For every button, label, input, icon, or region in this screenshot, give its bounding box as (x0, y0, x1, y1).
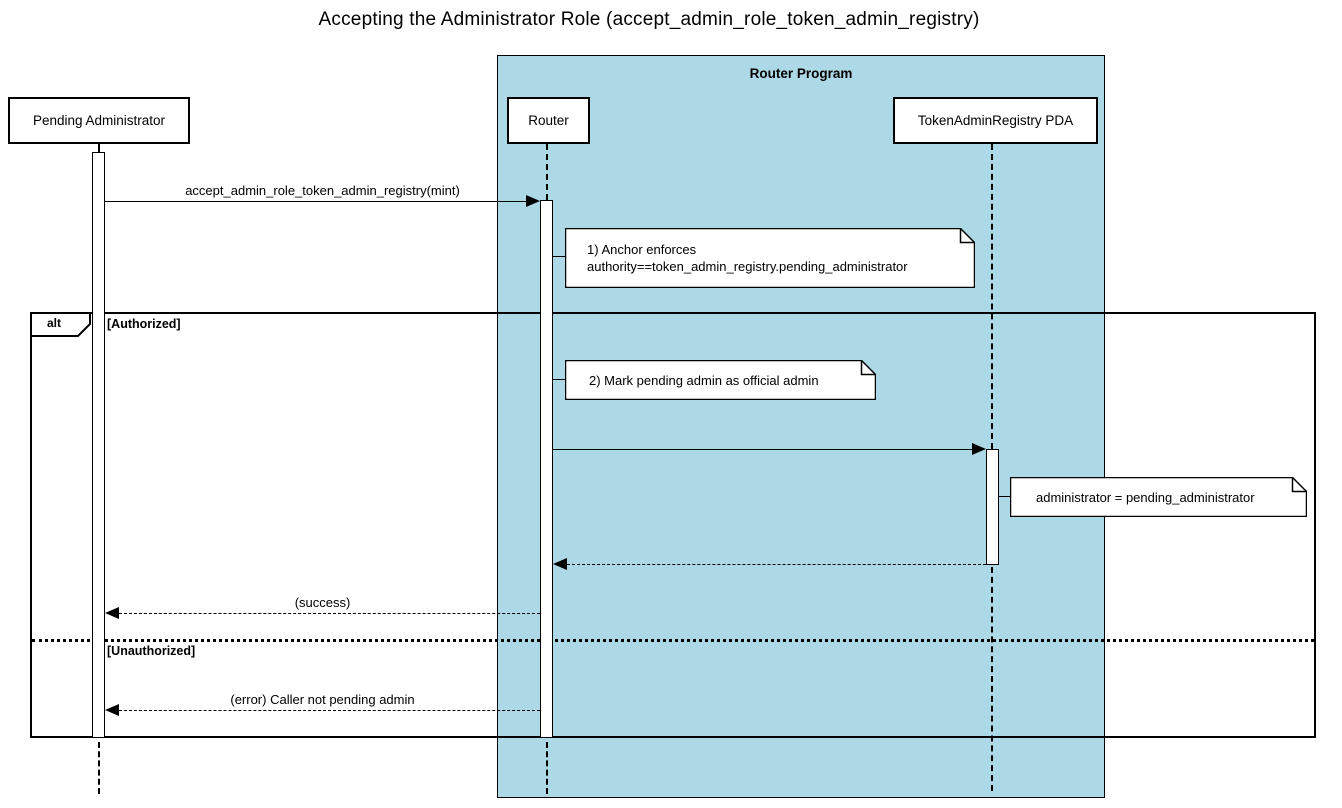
note-anchor-enforces-text: 1) Anchor enforces authority==token_admi… (587, 242, 908, 274)
token-admin-registry-pda-lifeline-upper (991, 144, 993, 449)
router-program-group-label: Router Program (749, 66, 853, 81)
message-success-arrowhead (105, 607, 119, 619)
participant-pending-administrator: Pending Administrator (8, 97, 190, 144)
message-pda-return-arrowhead (553, 558, 567, 570)
token-admin-registry-pda-activation (986, 449, 999, 565)
participant-router: Router (507, 97, 590, 144)
message-success-label: (success) (294, 595, 351, 610)
note-1-connector (553, 256, 565, 257)
note-shape (1010, 477, 1307, 517)
message-update-line (553, 449, 972, 450)
note-shape (565, 228, 975, 288)
participant-router-label: Router (528, 113, 569, 128)
message-call-arrowhead (526, 195, 540, 207)
message-error-line (119, 710, 540, 711)
participant-pending-administrator-label: Pending Administrator (32, 113, 166, 128)
alt-frame (30, 312, 1316, 738)
pending-administrator-activation (92, 152, 105, 738)
note-3-connector (999, 496, 1010, 497)
participant-token-admin-registry-pda-label: TokenAdminRegistry PDA (917, 113, 1074, 128)
note-set-administrator-text: administrator = pending_administrator (1036, 489, 1255, 505)
alt-operator-label: alt (46, 316, 61, 330)
pending-administrator-lifeline-stub (98, 144, 100, 152)
message-update-arrowhead (972, 443, 986, 455)
message-error-label: (error) Caller not pending admin (230, 692, 415, 707)
participant-token-admin-registry-pda: TokenAdminRegistry PDA (893, 97, 1098, 144)
router-lifeline-lower (546, 742, 548, 794)
router-program-group: Router Program (497, 55, 1105, 798)
message-call-label: accept_admin_role_token_admin_registry(m… (185, 183, 460, 198)
guard-authorized: [Authorized] (107, 317, 181, 331)
router-activation (540, 200, 553, 738)
message-pda-return-line (567, 564, 986, 565)
note-shape (565, 360, 876, 400)
alt-frame-divider (32, 639, 1314, 642)
message-success-line (119, 613, 540, 614)
message-call-line (105, 201, 527, 202)
token-admin-registry-pda-lifeline-lower (991, 567, 993, 791)
alt-operator-pentagon (30, 312, 91, 337)
note-anchor-enforces: 1) Anchor enforces authority==token_admi… (565, 228, 975, 288)
note-2-connector (553, 379, 565, 380)
guard-unauthorized: [Unauthorized] (107, 644, 196, 658)
router-lifeline-upper (546, 144, 548, 200)
diagram-title: Accepting the Administrator Role (accept… (318, 9, 980, 30)
note-mark-official-admin-text: 2) Mark pending admin as official admin (589, 372, 819, 388)
message-error-arrowhead (105, 704, 119, 716)
note-set-administrator: administrator = pending_administrator (1010, 477, 1307, 517)
note-mark-official-admin: 2) Mark pending admin as official admin (565, 360, 876, 400)
pending-administrator-lifeline-lower (98, 742, 100, 794)
